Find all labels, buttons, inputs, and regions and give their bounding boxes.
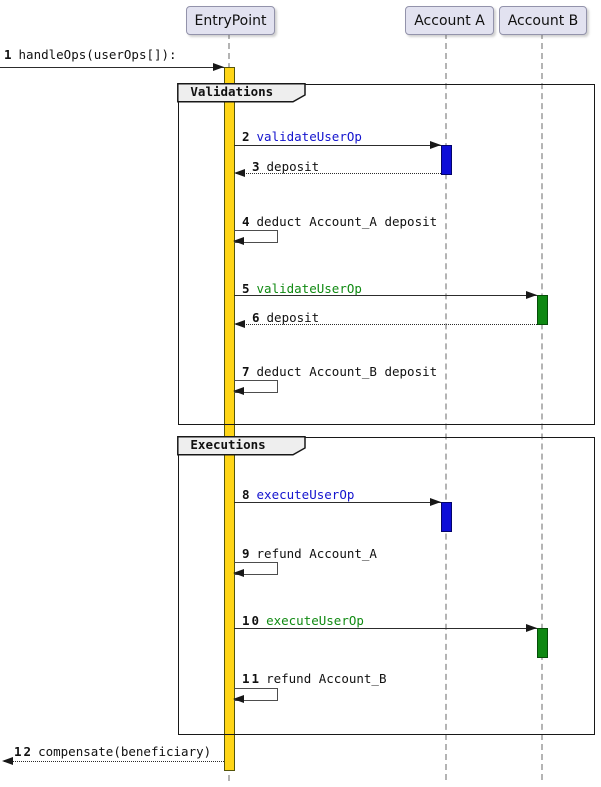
message-9-label: 9 refund Account_A (242, 546, 377, 561)
message-7-number: 7 (242, 364, 252, 379)
message-10-line (234, 628, 537, 629)
participant-account-a: Account A (405, 6, 494, 35)
message-10-label: 10 executeUserOp (242, 613, 364, 628)
message-5-text: validateUserOp (256, 281, 362, 296)
participant-account-a-label: Account A (414, 12, 485, 29)
message-4-number: 4 (242, 214, 252, 229)
message-8-text: executeUserOp (256, 487, 355, 502)
message-5-label: 5 validateUserOp (242, 281, 362, 296)
frame-validations-label: Validations (190, 84, 274, 100)
message-11-arrowhead-icon (233, 694, 244, 703)
message-6-line (236, 324, 537, 325)
message-2-number: 2 (242, 129, 252, 144)
message-12-arrowhead-icon (2, 756, 13, 765)
message-1-label: 1 handleOps(userOps[]): (4, 47, 177, 62)
activation-entrypoint (224, 67, 235, 771)
frame-header-pentagon (177, 436, 307, 456)
message-2-arrowhead-icon (430, 140, 441, 149)
message-7-selfloop (234, 380, 278, 393)
message-7-arrowhead-icon (233, 386, 244, 395)
message-6-number: 6 (252, 310, 262, 325)
message-1-arrowhead-icon (213, 62, 224, 71)
message-1-line (0, 67, 224, 68)
activation-account-b-validate (537, 295, 548, 325)
activation-account-b-execute (537, 628, 548, 658)
message-8-arrowhead-icon (430, 497, 441, 506)
participant-account-b-label: Account B (507, 12, 579, 29)
message-6-arrowhead-icon (234, 319, 245, 328)
message-1-number: 1 (4, 47, 14, 62)
lifeline-account-a (445, 33, 447, 780)
message-12-number: 12 (14, 744, 34, 759)
message-7-label: 7 deduct Account_B deposit (242, 364, 437, 379)
message-3-arrowhead-icon (234, 168, 245, 177)
activation-account-a-validate (441, 145, 452, 175)
participant-account-b: Account B (499, 6, 587, 35)
message-2-line (234, 145, 441, 146)
message-3-line (236, 173, 441, 174)
participant-entrypoint: EntryPoint (186, 6, 275, 35)
message-4-selfloop (234, 230, 278, 243)
message-8-label: 8 executeUserOp (242, 487, 354, 502)
message-6-label: 6 deposit (252, 310, 319, 325)
lifeline-account-b (541, 33, 543, 780)
message-5-arrowhead-icon (526, 290, 537, 299)
message-10-number: 10 (242, 613, 262, 628)
message-5-line (234, 295, 537, 296)
message-8-number: 8 (242, 487, 252, 502)
message-11-text: refund Account_B (266, 671, 387, 686)
message-11-number: 11 (242, 671, 262, 686)
message-12-line (4, 761, 224, 762)
message-9-number: 9 (242, 546, 252, 561)
message-4-arrowhead-icon (233, 236, 244, 245)
message-9-selfloop (234, 562, 278, 575)
message-12-text: compensate(beneficiary) (38, 744, 212, 759)
message-2-label: 2 validateUserOp (242, 129, 362, 144)
message-12-label: 12 compensate(beneficiary) (14, 744, 211, 759)
frame-executions: Executions (177, 436, 595, 735)
message-3-label: 3 deposit (252, 159, 319, 174)
message-2-text: validateUserOp (256, 129, 362, 144)
frame-executions-label: Executions (190, 437, 266, 453)
frame-header-pentagon (177, 83, 307, 103)
message-7-text: deduct Account_B deposit (256, 364, 438, 379)
message-3-text: deposit (266, 159, 320, 174)
message-3-number: 3 (252, 159, 262, 174)
message-11-label: 11 refund Account_B (242, 671, 386, 686)
message-5-number: 5 (242, 281, 252, 296)
message-11-selfloop (234, 688, 278, 701)
message-10-arrowhead-icon (526, 623, 537, 632)
frame-validations-header: Validations (177, 83, 307, 107)
message-8-line (234, 502, 441, 503)
frame-validations: Validations (177, 83, 595, 425)
message-9-arrowhead-icon (233, 568, 244, 577)
message-6-text: deposit (266, 310, 320, 325)
message-10-text: executeUserOp (266, 613, 364, 628)
participant-entrypoint-label: EntryPoint (194, 12, 267, 29)
message-4-label: 4 deduct Account_A deposit (242, 214, 437, 229)
message-1-text: handleOps(userOps[]): (18, 47, 177, 62)
message-4-text: deduct Account_A deposit (256, 214, 438, 229)
activation-account-a-execute (441, 502, 452, 532)
message-9-text: refund Account_A (256, 546, 377, 561)
frame-executions-header: Executions (177, 436, 307, 460)
